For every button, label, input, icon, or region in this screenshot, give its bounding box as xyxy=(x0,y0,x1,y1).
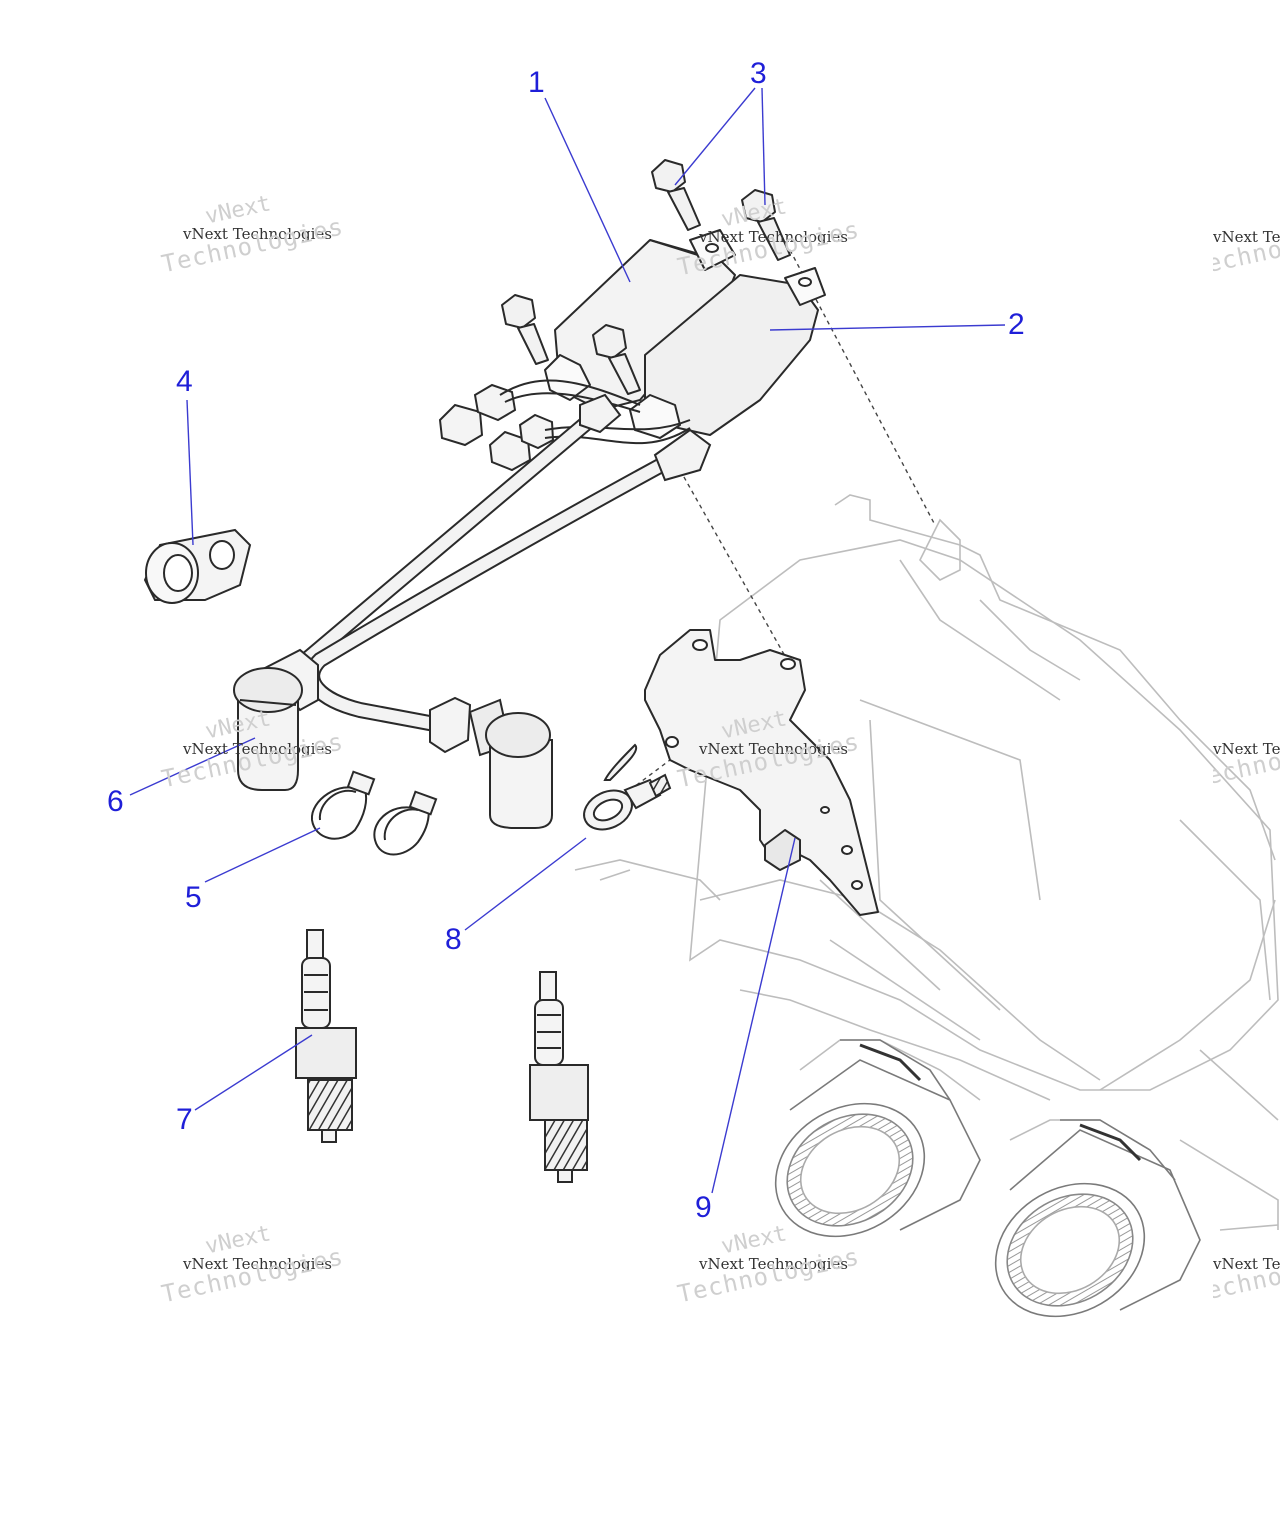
lead-collars xyxy=(579,393,712,482)
callout-9[interactable]: 9 xyxy=(695,1191,712,1224)
spark-plug-leads xyxy=(292,412,688,733)
callout-4[interactable]: 4 xyxy=(176,365,193,398)
leader-1 xyxy=(544,97,631,283)
ghost-airbox xyxy=(574,494,1279,1231)
leader-8 xyxy=(464,837,587,931)
leader-3b xyxy=(761,87,766,206)
callout-5[interactable]: 5 xyxy=(185,881,202,914)
leader-6 xyxy=(129,737,256,796)
ghost-intake-ducts xyxy=(774,1039,1201,1318)
leader-3a xyxy=(674,87,756,186)
coil-bracket xyxy=(644,629,879,916)
grommet xyxy=(143,528,252,604)
ignition-coil-1 xyxy=(544,229,736,411)
spark-plug-right xyxy=(529,971,589,1183)
wire-connectors xyxy=(438,383,555,472)
ignition-coil-2 xyxy=(629,267,826,439)
spark-plug-cap-left xyxy=(233,648,319,791)
leader-2 xyxy=(769,324,1006,331)
callout-8[interactable]: 8 xyxy=(445,923,462,956)
leader-5 xyxy=(204,827,321,883)
callout-1[interactable]: 1 xyxy=(528,66,545,99)
callout-6[interactable]: 6 xyxy=(107,785,124,818)
hose-clamp-with-screw xyxy=(583,743,672,831)
spark-plug-left xyxy=(295,929,357,1143)
leader-lines xyxy=(129,87,1006,1194)
leader-9 xyxy=(711,837,796,1194)
cable-ties xyxy=(310,770,438,856)
mounting-bolts xyxy=(501,159,791,395)
callout-2[interactable]: 2 xyxy=(1008,308,1025,341)
spark-plug-cap-right xyxy=(429,696,553,829)
callout-3[interactable]: 3 xyxy=(750,57,767,90)
callout-7[interactable]: 7 xyxy=(176,1103,193,1136)
leader-7 xyxy=(194,1034,313,1111)
leader-4 xyxy=(186,399,194,546)
